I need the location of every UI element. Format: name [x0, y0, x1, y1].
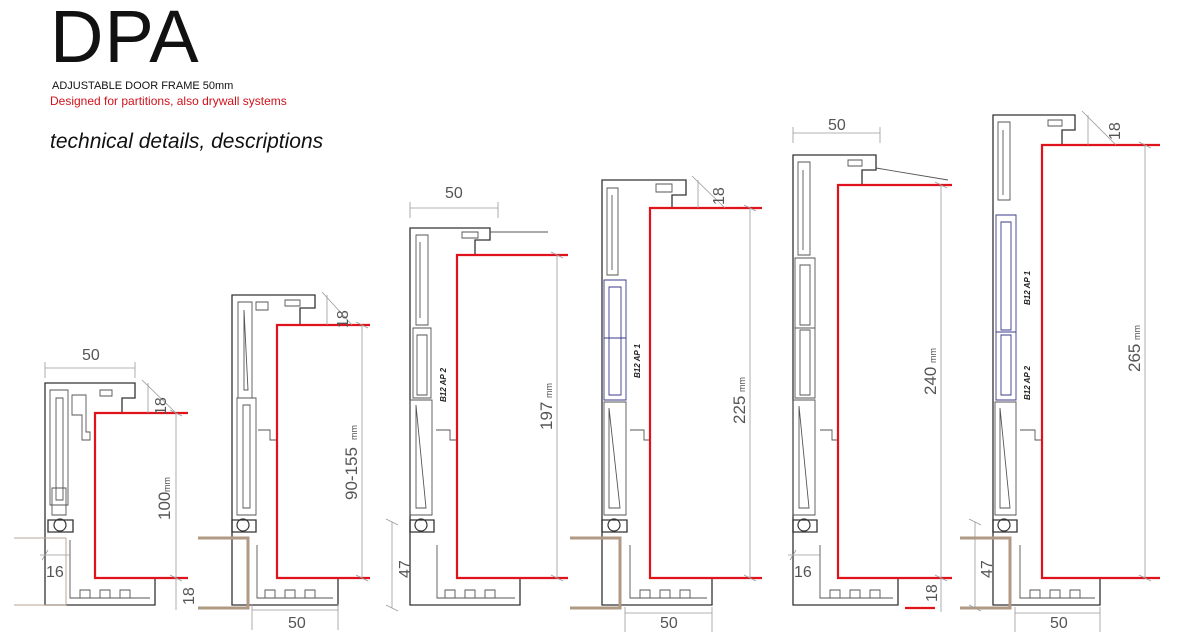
- p4-height: 225: [730, 396, 749, 424]
- p5-height: 240: [921, 367, 940, 395]
- p6-profile-label-bottom: B12 AP 2: [1023, 365, 1032, 400]
- p6-height-unit: mm: [1132, 325, 1142, 340]
- seal-gasket: [607, 518, 621, 532]
- seal-gasket: [53, 518, 67, 532]
- profile-6: B12 AP 1 B12 AP 2 18 265 mm 47 50: [960, 110, 1160, 632]
- p1-width: 50: [82, 347, 100, 364]
- p5-side-dim: 16: [794, 564, 812, 581]
- seal-gasket: [797, 518, 811, 532]
- p3-height: 197: [537, 402, 556, 430]
- subtitle: ADJUSTABLE DOOR FRAME 50mm: [52, 80, 234, 92]
- p6-top-dim: 18: [1107, 122, 1124, 140]
- seal-gasket: [997, 518, 1011, 532]
- p6-side-dim: 47: [979, 560, 996, 578]
- p2-bottom-width: 50: [288, 615, 306, 632]
- p2-height: 90-155: [342, 447, 361, 500]
- p5-width: 50: [828, 117, 846, 134]
- p4-bottom-width: 50: [660, 615, 678, 632]
- p4-profile-label: B12 AP 1: [633, 343, 642, 378]
- p1-bottom-dim: 18: [181, 587, 198, 605]
- seal-gasket: [236, 518, 250, 532]
- p3-side-dim: 47: [397, 560, 414, 578]
- p6-bottom-width: 50: [1050, 615, 1068, 632]
- seal-gasket: [414, 518, 428, 532]
- p6-height: 265: [1125, 344, 1144, 372]
- p5-height-unit: mm: [928, 348, 938, 363]
- page-title: DPA: [50, 0, 200, 78]
- p5-bottom-dim: 18: [924, 584, 941, 602]
- p2-height-unit: mm: [349, 425, 359, 440]
- p3-height-unit: mm: [544, 383, 554, 398]
- profile-2: 18 90-155 mm 50: [198, 291, 370, 632]
- profile-1: 50 18 100 mm 18 16: [14, 347, 198, 610]
- p1-side-dim: 16: [46, 564, 64, 581]
- profile-5: 50 240 mm 18 16: [788, 117, 952, 612]
- p3-width: 50: [445, 185, 463, 202]
- p1-height: 100: [155, 492, 174, 520]
- p6-profile-label-top: B12 AP 1: [1023, 270, 1032, 305]
- profile-3: B12 AP 2 50 197 mm 47: [385, 185, 568, 612]
- tagline: Designed for partitions, also drywall sy…: [50, 94, 287, 108]
- p1-height-unit: mm: [162, 477, 172, 492]
- p4-height-unit: mm: [737, 377, 747, 392]
- p2-top-dim: 18: [335, 310, 352, 328]
- section-heading: technical details, descriptions: [50, 130, 324, 153]
- profile-4: B12 AP 1 18 225 mm 50: [570, 175, 762, 632]
- p4-top-dim: 18: [711, 187, 728, 205]
- p1-top-dim: 18: [153, 397, 170, 415]
- p3-profile-label: B12 AP 2: [439, 367, 448, 402]
